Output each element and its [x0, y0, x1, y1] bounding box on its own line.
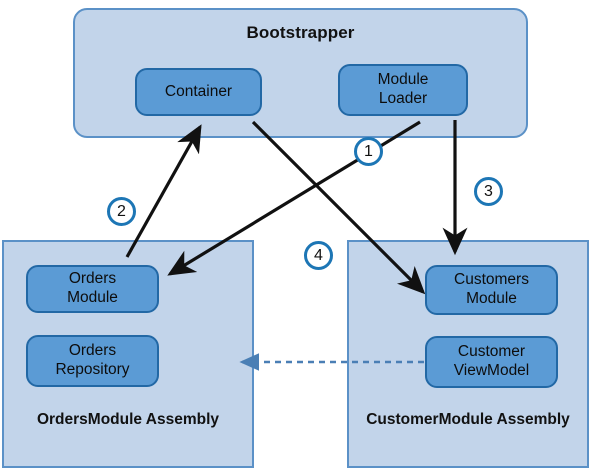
- node-customer-viewmodel-line1: Customer: [457, 343, 526, 361]
- callout-badge-4[interactable]: 4: [304, 241, 333, 270]
- callout-badge-3[interactable]: 3: [474, 177, 503, 206]
- node-orders-repository[interactable]: Orders Repository: [26, 335, 159, 387]
- node-customer-viewmodel-line2: ViewModel: [453, 362, 530, 379]
- node-module-loader[interactable]: Module Loader: [338, 64, 468, 116]
- orders-assembly-title: OrdersModule Assembly: [4, 410, 252, 429]
- node-orders-repository-line2: Repository: [55, 361, 130, 378]
- node-customer-viewmodel[interactable]: Customer ViewModel: [425, 336, 558, 388]
- node-orders-module-line2: Module: [67, 289, 118, 306]
- callout-badge-2[interactable]: 2: [107, 197, 136, 226]
- callout-2-label: 2: [117, 202, 126, 220]
- node-container-label: Container: [164, 82, 233, 100]
- customer-assembly-title-line1: CustomerModule: [366, 411, 493, 428]
- customer-assembly-title: CustomerModule Assembly: [349, 410, 587, 429]
- callout-3-label: 3: [484, 182, 493, 200]
- node-customers-module-line2: Module: [466, 290, 517, 307]
- node-orders-repository-line1: Orders: [68, 342, 117, 360]
- customer-assembly-title-line2: Assembly: [496, 411, 570, 428]
- node-module-loader-line1: Module: [377, 71, 429, 89]
- connector-arrow-2: [125, 124, 202, 258]
- orders-assembly-title-line2: Assembly: [145, 411, 220, 428]
- node-customers-module[interactable]: Customers Module: [425, 265, 558, 315]
- callout-1-label: 1: [364, 142, 373, 160]
- bootstrapper-title: Bootstrapper: [246, 23, 355, 42]
- node-customers-module-line1: Customers: [454, 271, 529, 289]
- node-orders-module[interactable]: Orders Module: [26, 265, 159, 313]
- callout-badge-1[interactable]: 1: [354, 137, 383, 166]
- orders-assembly-title-line1: OrdersModule: [36, 411, 143, 428]
- callout-4-label: 4: [314, 246, 323, 264]
- node-orders-module-line1: Orders: [68, 270, 117, 288]
- node-container[interactable]: Container: [135, 68, 262, 116]
- node-module-loader-line2: Loader: [378, 90, 428, 107]
